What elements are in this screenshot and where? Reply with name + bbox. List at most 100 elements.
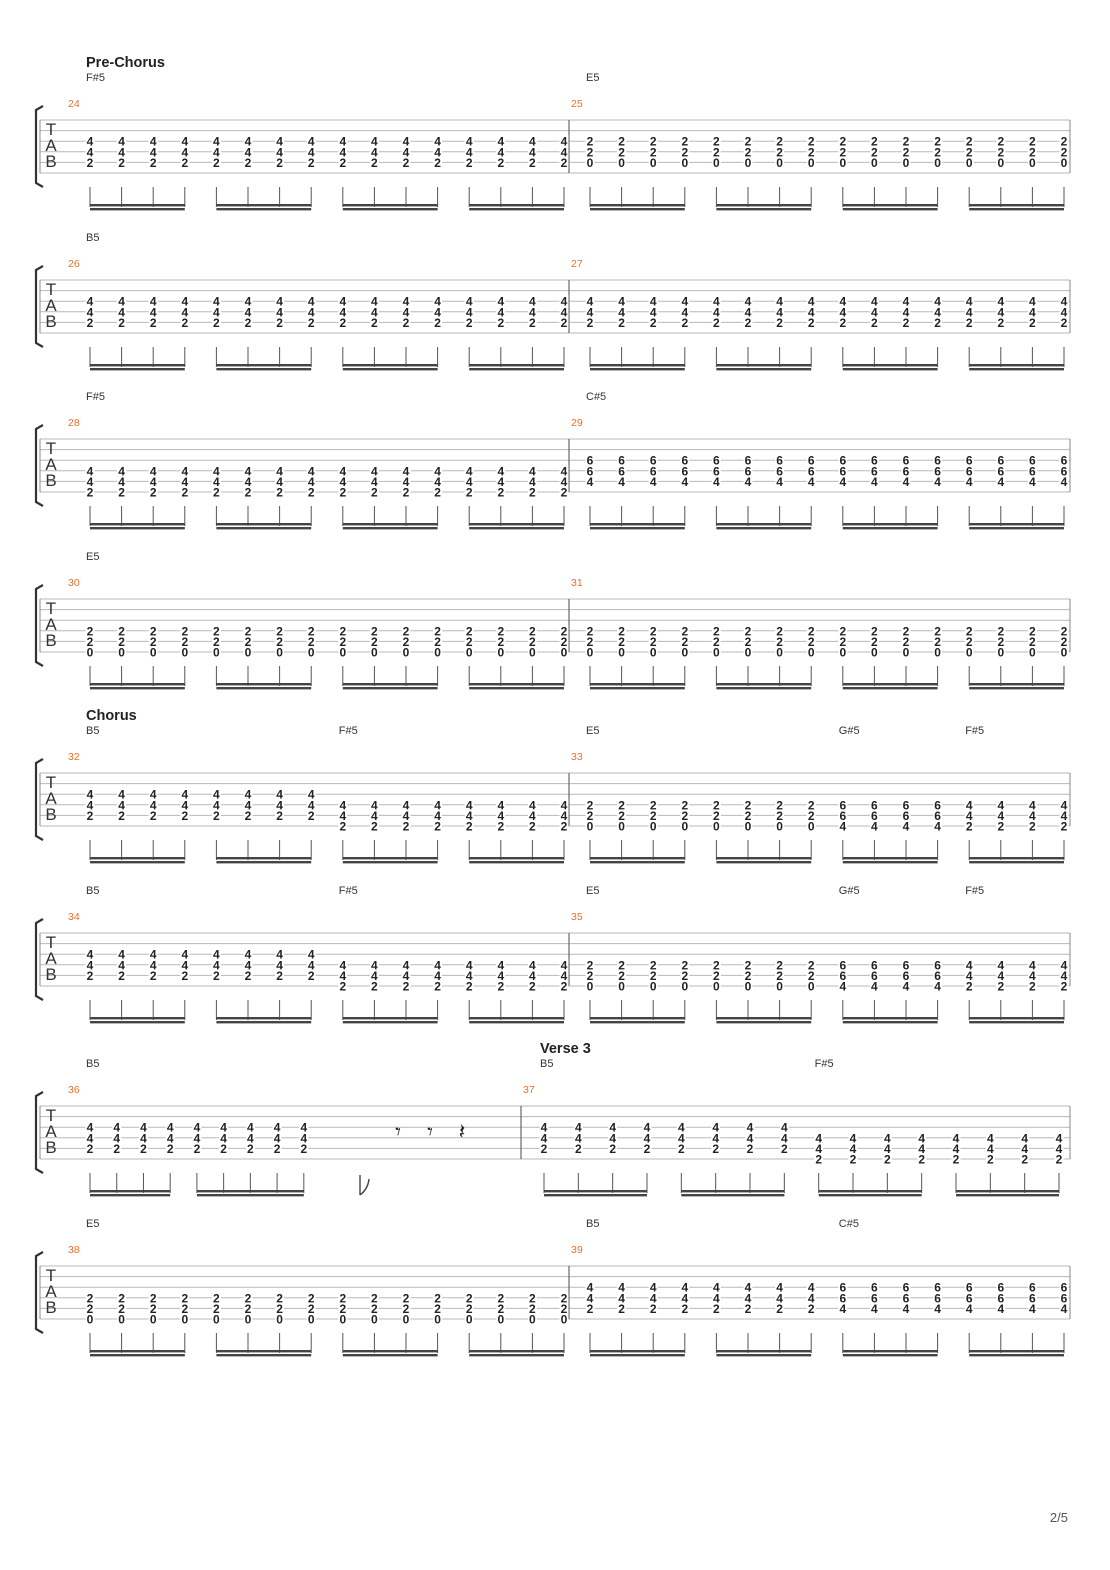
fret-number: 4 [529,295,536,309]
fret-number: 2 [150,156,157,170]
beam [342,523,438,526]
fret-number: 2 [245,156,252,170]
note-bg [1020,1131,1030,1144]
fret-number: 2 [497,316,504,330]
fret-number: 2 [339,635,346,649]
fret-number: 6 [839,969,846,983]
note-bg [585,475,595,488]
fret-number: 2 [403,156,410,170]
note-bg [964,316,974,329]
note-bg [964,809,974,822]
fret-number: 2 [713,624,720,638]
note-bg [617,454,627,467]
measure-number: 32 [68,751,80,763]
tab-clef-letter: B [45,805,56,824]
note-bg [838,820,848,832]
fret-number: 6 [1061,1281,1068,1295]
fret-number: 4 [466,295,473,309]
note-bg [917,1142,927,1155]
note-bg [559,295,569,308]
fret-number: 2 [587,135,594,149]
note-bg [1059,475,1069,488]
beam [342,1017,438,1020]
note-bg [838,798,848,811]
note-bg [964,464,974,477]
note-bg [559,624,569,637]
note-bg [219,1131,229,1144]
fret-number: 4 [681,1291,688,1305]
fret-number: 4 [808,1291,815,1305]
fret-number: 4 [561,475,568,489]
fret-number: 4 [1029,1302,1036,1316]
note-bg [433,305,443,318]
note-bg [496,958,506,971]
note-bg [775,305,785,318]
fret-number: 0 [561,646,568,660]
fret-number: 2 [609,1142,616,1156]
note-bg [464,646,474,658]
fret-number: 4 [403,475,410,489]
fret-number: 4 [575,1131,582,1145]
chord-name: B5 [86,885,99,897]
fret-number: 4 [194,1121,201,1135]
note-bg [838,295,848,308]
fret-number: 6 [1061,1291,1068,1305]
fret-number: 4 [403,305,410,319]
fret-number: 6 [934,809,941,823]
note-bg [848,1131,858,1144]
fret-number: 2 [247,1142,254,1156]
note-bg [85,1313,95,1325]
fret-number: 4 [1056,1142,1063,1156]
fret-number: 4 [529,464,536,478]
note-bg [338,969,348,982]
fret-number: 4 [276,948,283,962]
note-bg [496,305,506,318]
fret-number: 2 [403,980,410,994]
note-bg [117,948,127,961]
note-bg [338,305,348,318]
fret-number: 4 [87,948,94,962]
note-bg [838,305,848,318]
fret-number: 2 [118,316,125,330]
note-bg [527,295,537,308]
fret-number: 2 [1029,135,1036,149]
note-bg [648,969,658,982]
note-bg [148,798,158,811]
fret-number: 4 [181,788,188,802]
fret-number: 2 [497,156,504,170]
note-bg [743,635,753,648]
note-bg [559,486,569,498]
fret-number: 4 [997,958,1004,972]
fret-number: 0 [529,1313,536,1327]
fret-number: 4 [150,145,157,159]
fret-number: 0 [808,820,815,834]
fret-number: 4 [276,798,283,812]
fret-number: 4 [403,135,410,149]
beam [681,1190,785,1193]
note-bg [211,624,221,637]
note-bg [338,295,348,308]
fret-number: 2 [339,980,346,994]
fret-number: 6 [1029,1291,1036,1305]
beam [90,861,185,864]
note-bg [275,486,285,498]
note-bg [933,820,943,832]
note-bg [496,145,506,158]
note-bg [243,1313,253,1325]
fret-number: 0 [587,646,594,660]
note-bg [539,1142,549,1155]
note-bg [617,958,627,971]
fret-number: 4 [529,305,536,319]
beam [90,527,185,530]
beam [716,368,812,371]
note-bg [180,969,190,982]
note-bg [917,1153,927,1165]
fret-number: 4 [245,135,252,149]
fret-number: 4 [150,305,157,319]
fret-number: 4 [308,464,315,478]
system-bracket [34,1251,44,1334]
note-bg [617,464,627,477]
fret-number: 6 [839,1291,846,1305]
note-bg [275,305,285,318]
